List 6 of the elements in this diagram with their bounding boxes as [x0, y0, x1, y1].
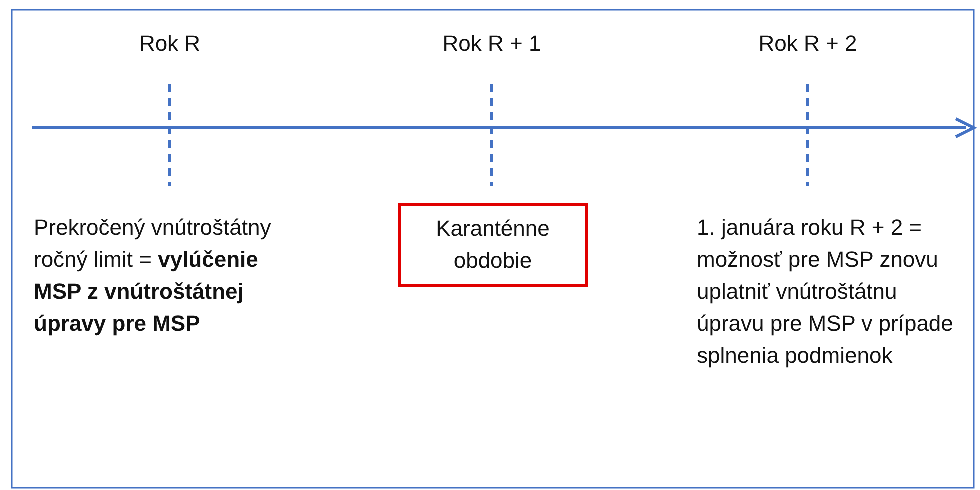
year-label: Rok R: [138, 30, 202, 58]
year-label: Rok R + 2: [758, 30, 858, 58]
highlight-box: Karanténne obdobie: [398, 203, 588, 287]
year-label: Rok R + 1: [442, 30, 542, 58]
description-text: 1. januára roku R + 2 = možnosť pre MSP znovu uplatniť vnútroštátnu úpravu pre MSP v prípade splnenia podmienok: [697, 214, 954, 370]
description-text: Prekročený vnútroštátny ročný limit = vylúčenie MSP z vnútroštátnej úpravy pre MSP: [34, 214, 272, 338]
